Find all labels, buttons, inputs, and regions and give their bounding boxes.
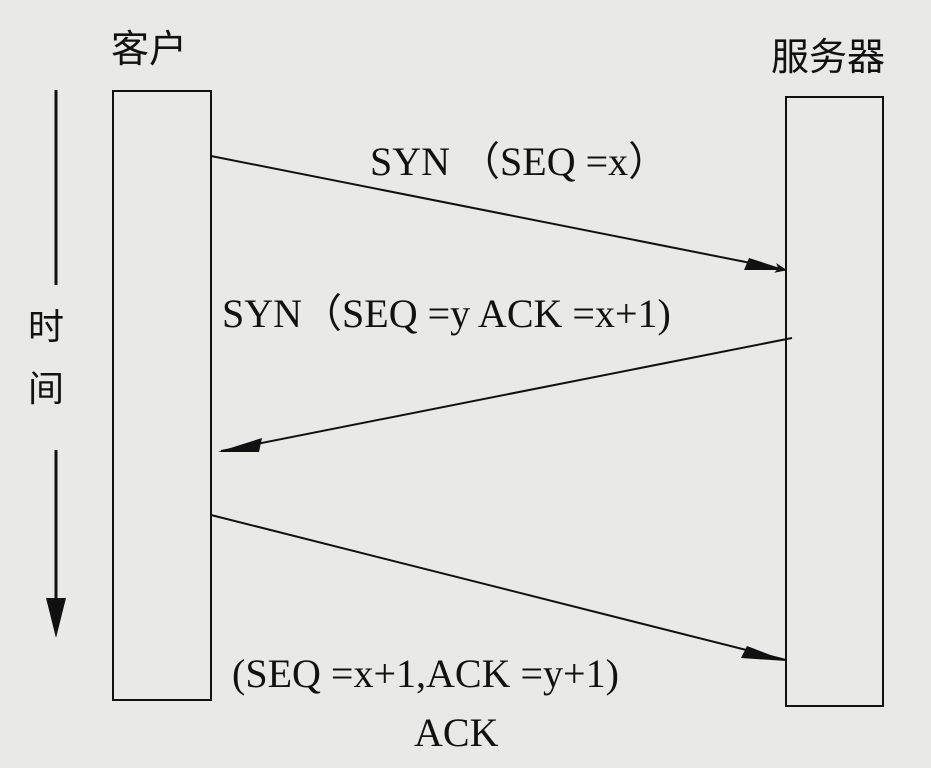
- syn-arrow: [210, 155, 787, 273]
- syn-ack-arrowhead: [218, 438, 262, 452]
- time-axis-arrowhead: [46, 598, 66, 638]
- syn-ack-arrow: [220, 337, 793, 452]
- syn-ack-label: SYN（SEQ =y ACK =x+1): [222, 291, 671, 336]
- time-char-2: 间: [28, 369, 65, 410]
- server-label: 服务器: [771, 35, 886, 79]
- time-char-1: 时: [28, 307, 65, 348]
- server-lifeline: [785, 96, 884, 707]
- client-label: 客户: [111, 27, 188, 71]
- ack-arrow: [210, 514, 787, 661]
- syn-arrowhead: [744, 258, 786, 270]
- ack-seq-label: (SEQ =x+1,ACK =y+1): [232, 651, 619, 696]
- syn-label: SYN （SEQ =x）: [370, 139, 669, 184]
- ack-label: ACK: [414, 710, 499, 755]
- client-lifeline: [112, 90, 212, 701]
- ack-arrowhead: [741, 646, 786, 661]
